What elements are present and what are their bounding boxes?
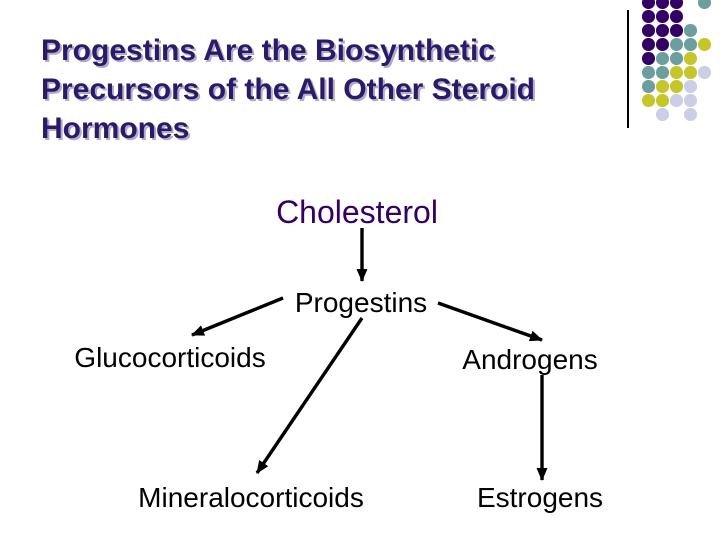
ornament-dot bbox=[684, 24, 697, 37]
ornament-dot bbox=[670, 94, 683, 107]
ornament-dot bbox=[670, 0, 683, 9]
ornament-dot bbox=[670, 80, 683, 93]
ornament-dot bbox=[642, 66, 655, 79]
ornament-dot bbox=[656, 10, 669, 23]
node-estrogens: Estrogens bbox=[476, 482, 604, 513]
ornament-dot bbox=[656, 0, 669, 9]
ornament-dot bbox=[642, 52, 655, 65]
ornament-dot bbox=[642, 24, 655, 37]
title-line-2: Precursors of the All Other Steroid bbox=[41, 73, 535, 106]
ornament-dot bbox=[642, 94, 655, 107]
ornament-dot bbox=[656, 52, 669, 65]
ornament-dot bbox=[656, 94, 669, 107]
ornament-dot bbox=[698, 0, 711, 9]
ornament-dot bbox=[684, 94, 697, 107]
ornament-dot bbox=[684, 66, 697, 79]
ornament-dot bbox=[656, 66, 669, 79]
ornament-dot bbox=[684, 38, 697, 51]
slide-title: Progestins Are the Biosynthetic Precurso… bbox=[41, 31, 601, 148]
ornament-dot bbox=[656, 38, 669, 51]
ornament-dot bbox=[642, 80, 655, 93]
arrow-progestins-androgens bbox=[437, 301, 543, 342]
title-line-3: Hormones bbox=[41, 112, 190, 145]
ornament-dot bbox=[684, 52, 697, 65]
ornament-dot bbox=[642, 0, 655, 9]
ornament-dot bbox=[670, 52, 683, 65]
ornament-dot bbox=[684, 108, 697, 121]
ornament-dot bbox=[656, 80, 669, 93]
arrow-progestins-mineralocorticoids bbox=[255, 317, 364, 474]
ornament-dot bbox=[656, 108, 669, 121]
ornament-dot bbox=[670, 66, 683, 79]
title-line-1: Progestins Are the Biosynthetic bbox=[41, 34, 495, 67]
ornament-dot bbox=[684, 80, 697, 93]
node-glucocorticoids: Glucocorticoids bbox=[74, 342, 266, 373]
ornament-dot bbox=[656, 24, 669, 37]
node-cholesterol: Cholesterol bbox=[276, 194, 438, 230]
ornament-dot bbox=[642, 38, 655, 51]
ornament-dot bbox=[642, 10, 655, 23]
ornament-dot bbox=[698, 66, 711, 79]
node-progestins: Progestins bbox=[294, 287, 428, 318]
ornament-dot bbox=[670, 24, 683, 37]
node-mineralocorticoids: Mineralocorticoids bbox=[138, 482, 364, 513]
ornament-dot bbox=[670, 38, 683, 51]
arrow-progestins-glucocorticoids bbox=[191, 296, 284, 337]
ornament-dot bbox=[670, 10, 683, 23]
ornament-vertical-line bbox=[627, 10, 629, 128]
node-androgens: Androgens bbox=[462, 344, 598, 375]
ornament-dot bbox=[698, 38, 711, 51]
